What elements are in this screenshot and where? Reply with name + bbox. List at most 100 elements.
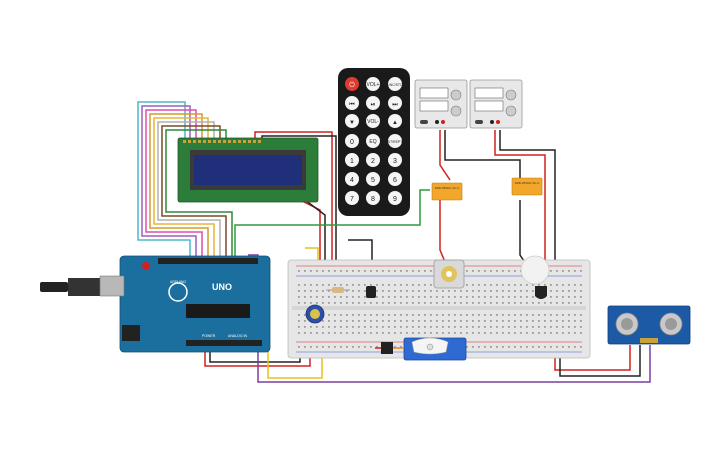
breadboard-hole[interactable]	[382, 296, 384, 298]
potentiometer[interactable]	[305, 304, 325, 324]
power-supply-1-switch[interactable]	[420, 120, 428, 124]
forward-button[interactable]	[388, 96, 402, 110]
num-6-button[interactable]	[388, 172, 402, 186]
breadboard-hole[interactable]	[556, 332, 558, 334]
breadboard-hole[interactable]	[568, 290, 570, 292]
breadboard-hole[interactable]	[382, 284, 384, 286]
breadboard-hole[interactable]	[490, 314, 492, 316]
breadboard-hole[interactable]	[502, 346, 504, 348]
breadboard-hole[interactable]	[556, 284, 558, 286]
breadboard-hole[interactable]	[574, 320, 576, 322]
breadboard-hole[interactable]	[502, 314, 504, 316]
breadboard-hole[interactable]	[496, 326, 498, 328]
breadboard-hole[interactable]	[538, 332, 540, 334]
breadboard-hole[interactable]	[556, 346, 558, 348]
breadboard-hole[interactable]	[334, 284, 336, 286]
breadboard-hole[interactable]	[496, 320, 498, 322]
wire-red-ps1[interactable]	[439, 130, 451, 181]
breadboard-hole[interactable]	[316, 332, 318, 334]
breadboard-hole[interactable]	[340, 284, 342, 286]
resistor[interactable]	[326, 287, 350, 293]
breadboard-hole[interactable]	[496, 314, 498, 316]
num-2-button[interactable]	[366, 153, 380, 167]
breadboard-hole[interactable]	[568, 326, 570, 328]
breadboard-hole[interactable]	[334, 314, 336, 316]
breadboard-hole[interactable]	[352, 346, 354, 348]
breadboard-hole[interactable]	[328, 320, 330, 322]
breadboard-hole[interactable]	[484, 302, 486, 304]
breadboard-hole[interactable]	[448, 326, 450, 328]
breadboard-hole[interactable]	[352, 332, 354, 334]
breadboard-hole[interactable]	[442, 290, 444, 292]
breadboard-hole[interactable]	[490, 326, 492, 328]
breadboard-hole[interactable]	[520, 296, 522, 298]
breadboard-hole[interactable]	[556, 290, 558, 292]
breadboard-hole[interactable]	[502, 332, 504, 334]
breadboard-hole[interactable]	[556, 270, 558, 272]
breadboard-hole[interactable]	[520, 302, 522, 304]
breadboard-hole[interactable]	[502, 296, 504, 298]
breadboard-hole[interactable]	[472, 290, 474, 292]
breadboard-hole[interactable]	[520, 314, 522, 316]
wire-red-top[interactable]	[254, 131, 333, 270]
breadboard-hole[interactable]	[358, 296, 360, 298]
breadboard-hole[interactable]	[304, 320, 306, 322]
breadboard-hole[interactable]	[376, 296, 378, 298]
breadboard-hole[interactable]	[406, 314, 408, 316]
breadboard-hole[interactable]	[334, 346, 336, 348]
breadboard-hole[interactable]	[454, 290, 456, 292]
breadboard-hole[interactable]	[364, 346, 366, 348]
breadboard-hole[interactable]	[394, 320, 396, 322]
breadboard-hole[interactable]	[568, 302, 570, 304]
breadboard-hole[interactable]	[502, 284, 504, 286]
breadboard-hole[interactable]	[310, 326, 312, 328]
breadboard-hole[interactable]	[340, 296, 342, 298]
breadboard-hole[interactable]	[574, 332, 576, 334]
power-supply-1[interactable]	[414, 79, 468, 129]
breadboard-hole[interactable]	[418, 284, 420, 286]
power-supply-1-terminal-pos[interactable]	[441, 120, 445, 124]
breadboard-hole[interactable]	[514, 346, 516, 348]
breadboard-hole[interactable]	[424, 302, 426, 304]
ultrasonic-sensor[interactable]	[607, 305, 691, 345]
breadboard-hole[interactable]	[364, 270, 366, 272]
breadboard-hole[interactable]	[424, 290, 426, 292]
breadboard-hole[interactable]	[514, 296, 516, 298]
breadboard-hole[interactable]	[460, 290, 462, 292]
breadboard-hole[interactable]	[382, 332, 384, 334]
breadboard-hole[interactable]	[526, 326, 528, 328]
breadboard-hole[interactable]	[430, 284, 432, 286]
breadboard-hole[interactable]	[466, 314, 468, 316]
breadboard-hole[interactable]	[478, 320, 480, 322]
breadboard-hole[interactable]	[490, 290, 492, 292]
breadboard-hole[interactable]	[322, 284, 324, 286]
breadboard-hole[interactable]	[298, 302, 300, 304]
breadboard-hole[interactable]	[490, 332, 492, 334]
breadboard-hole[interactable]	[460, 296, 462, 298]
breadboard-hole[interactable]	[544, 332, 546, 334]
breadboard-hole[interactable]	[496, 290, 498, 292]
breadboard-hole[interactable]	[322, 346, 324, 348]
breadboard-hole[interactable]	[418, 332, 420, 334]
analog-header[interactable]	[186, 340, 262, 346]
breadboard-hole[interactable]	[472, 302, 474, 304]
breadboard-hole[interactable]	[370, 284, 372, 286]
breadboard-hole[interactable]	[412, 270, 414, 272]
breadboard-hole[interactable]	[460, 332, 462, 334]
breadboard-hole[interactable]	[526, 346, 528, 348]
breadboard-hole[interactable]	[436, 314, 438, 316]
breadboard-hole[interactable]	[484, 346, 486, 348]
breadboard-hole[interactable]	[514, 290, 516, 292]
breadboard-hole[interactable]	[478, 290, 480, 292]
breadboard-hole[interactable]	[508, 270, 510, 272]
breadboard-hole[interactable]	[448, 314, 450, 316]
breadboard-hole[interactable]	[514, 332, 516, 334]
breadboard-hole[interactable]	[304, 284, 306, 286]
breadboard-hole[interactable]	[526, 332, 528, 334]
breadboard-hole[interactable]	[334, 320, 336, 322]
breadboard-hole[interactable]	[484, 314, 486, 316]
breadboard-hole[interactable]	[532, 314, 534, 316]
breadboard-hole[interactable]	[334, 332, 336, 334]
breadboard-hole[interactable]	[382, 302, 384, 304]
breadboard-hole[interactable]	[478, 284, 480, 286]
